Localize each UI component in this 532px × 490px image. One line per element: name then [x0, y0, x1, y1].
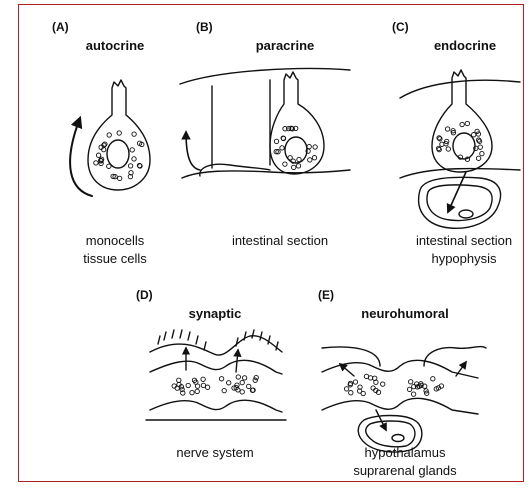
neurohumoral-junction: [322, 347, 486, 452]
vesicle: [247, 384, 251, 388]
panel-d-title: synaptic: [160, 306, 270, 321]
vesicle: [476, 156, 480, 160]
panel-b-letter: (B): [196, 20, 213, 34]
vesicle: [236, 375, 240, 379]
vesicle: [411, 392, 415, 396]
vesicle: [130, 148, 134, 152]
autocrine-cell: [70, 80, 150, 196]
panel-a-caption-line-2: tissue cells: [50, 250, 180, 268]
vesicle: [478, 145, 482, 149]
vesicle: [128, 164, 132, 168]
panel-b-caption-line-1: intestinal section: [200, 232, 360, 250]
vesicle: [118, 176, 122, 180]
vesicle: [253, 378, 257, 382]
panel-a-letter: (A): [52, 20, 69, 34]
vesicle: [371, 386, 375, 390]
vesicle: [364, 374, 368, 378]
panel-c-caption-line-1: intestinal section: [396, 232, 532, 250]
vesicle: [132, 157, 136, 161]
panel-e-caption: hypothalamus suprarenal glands: [330, 444, 480, 480]
panel-b-caption: intestinal section: [200, 232, 360, 250]
panel-c-title: endocrine: [410, 38, 520, 53]
panel-a-title: autocrine: [60, 38, 170, 53]
vesicle: [219, 377, 223, 381]
vesicle: [222, 388, 226, 392]
vesicle: [381, 382, 385, 386]
vesicle: [107, 133, 111, 137]
panel-e-title: neurohumoral: [340, 306, 470, 321]
vesicle: [227, 381, 231, 385]
vesicle: [477, 138, 481, 142]
vesicle: [117, 131, 121, 135]
vesicle: [446, 147, 450, 151]
vesicle: [344, 387, 348, 391]
vesicle: [308, 158, 312, 162]
vesicle: [292, 165, 296, 169]
vesicle: [353, 380, 357, 384]
vesicle: [297, 157, 301, 161]
vesicle: [283, 162, 287, 166]
vesicle: [205, 385, 209, 389]
vesicle: [195, 389, 199, 393]
panel-c-caption-line-2: hypophysis: [396, 250, 532, 268]
vesicle: [240, 390, 244, 394]
vesicle: [460, 122, 464, 126]
synaptic-junction: [146, 330, 286, 420]
vesicle: [307, 144, 311, 148]
panel-b-title: paracrine: [230, 38, 340, 53]
vesicle: [190, 390, 194, 394]
vesicle: [94, 161, 98, 165]
vesicle: [480, 151, 484, 155]
vesicle: [313, 145, 317, 149]
vesicle: [242, 376, 246, 380]
vesicle: [201, 383, 205, 387]
vesicle: [177, 378, 181, 382]
panel-e-caption-line-2: suprarenal glands: [330, 462, 480, 480]
paracrine-tissue: [180, 69, 350, 178]
panel-e-caption-line-1: hypothalamus: [330, 444, 480, 462]
vesicle: [132, 132, 136, 136]
vesicle: [349, 391, 353, 395]
vesicle: [280, 146, 284, 150]
vesicle: [274, 139, 278, 143]
panel-d-caption: nerve system: [140, 444, 290, 462]
endocrine-tissue: [400, 70, 520, 228]
vesicle: [240, 380, 244, 384]
panel-a-caption: monocells tissue cells: [50, 232, 180, 268]
vesicle: [96, 153, 100, 157]
vesicle: [445, 127, 449, 131]
panel-d-letter: (D): [136, 288, 153, 302]
vesicle: [465, 121, 469, 125]
vesicle: [201, 377, 205, 381]
panel-d-caption-line-1: nerve system: [140, 444, 290, 462]
vesicle: [409, 380, 413, 384]
vesicle: [103, 142, 107, 146]
vesicle: [431, 377, 435, 381]
panel-c-letter: (C): [392, 20, 409, 34]
panel-c-caption: intestinal section hypophysis: [396, 232, 532, 268]
panel-a-caption-line-1: monocells: [50, 232, 180, 250]
vesicle: [312, 156, 316, 160]
vesicle: [254, 375, 258, 379]
vesicle: [407, 387, 411, 391]
vesicle: [296, 164, 300, 168]
panel-e-letter: (E): [318, 288, 334, 302]
vesicle: [186, 383, 190, 387]
vesicle: [107, 164, 111, 168]
